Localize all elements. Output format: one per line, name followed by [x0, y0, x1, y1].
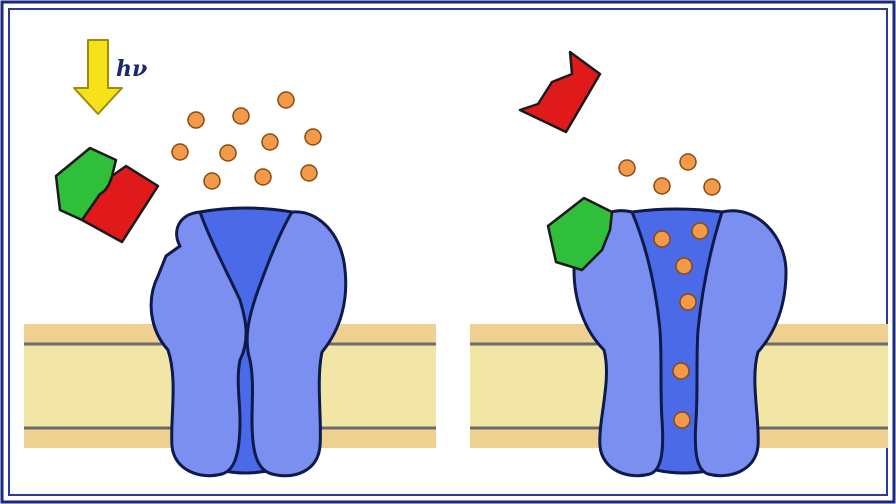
left-panel: hν	[24, 40, 436, 476]
ions-outside-left	[172, 92, 321, 189]
ligand-bound-pair	[56, 148, 158, 242]
light-arrow-icon	[74, 40, 122, 114]
right-panel	[470, 52, 888, 476]
channel-closed	[151, 208, 346, 476]
ions-outside-right	[619, 154, 720, 195]
channel-open	[574, 209, 786, 476]
ligand-red-released	[520, 52, 600, 132]
light-label: hν	[116, 56, 147, 82]
